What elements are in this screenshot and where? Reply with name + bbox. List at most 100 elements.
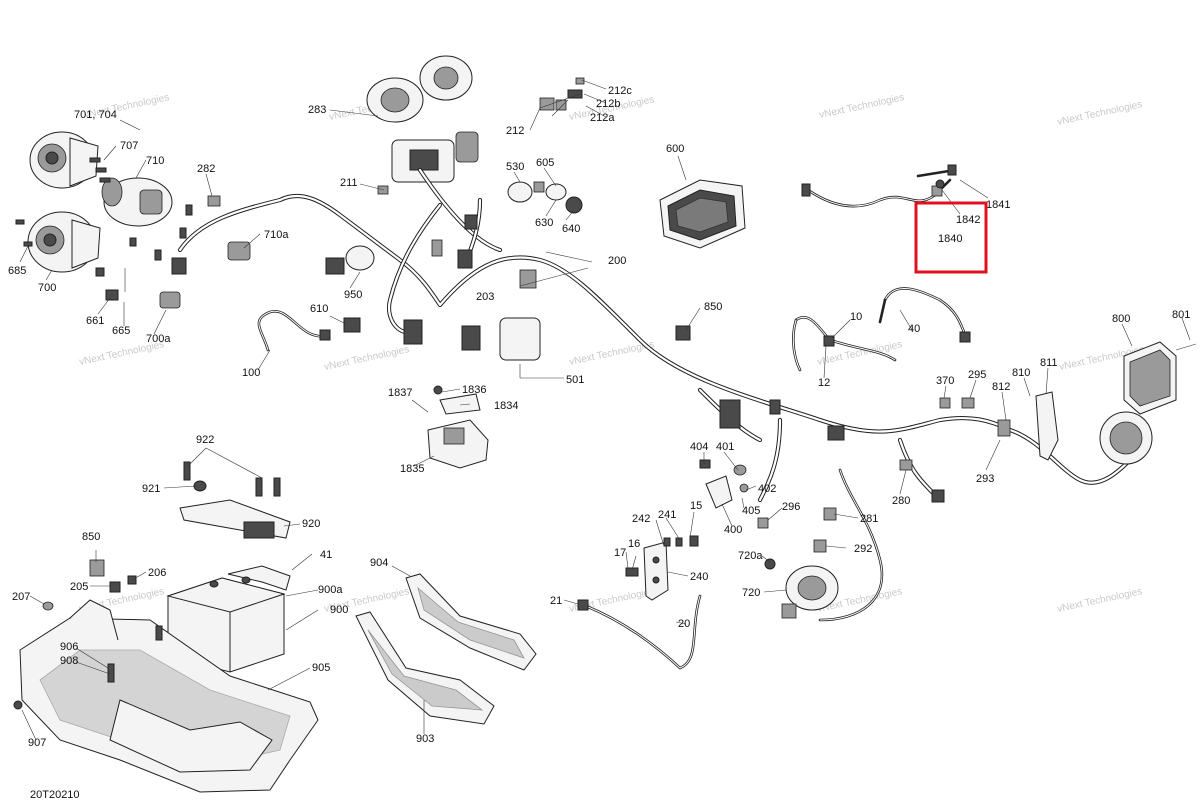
callout-labels: 701, 704 707 710 282 283 212 212c 212b 2… — [8, 85, 1190, 749]
lamp-720 — [764, 558, 839, 619]
callout-211: 211 — [340, 177, 358, 189]
callout-295: 295 — [968, 369, 986, 381]
callout-206: 206 — [148, 567, 166, 579]
bracket-810 — [1035, 391, 1153, 465]
callout-812: 812 — [992, 381, 1010, 393]
callout-661: 661 — [86, 315, 104, 327]
callout-801: 801 — [1172, 309, 1190, 321]
leader-lines — [19, 79, 1191, 741]
callout-501: 501 — [566, 374, 584, 386]
callout-10: 10 — [850, 311, 862, 323]
connector-710a — [227, 241, 251, 261]
bracket-920 — [179, 461, 291, 539]
headlight-housing-700 — [27, 211, 101, 273]
callout-282: 282 — [197, 163, 215, 175]
callout-1836: 1836 — [462, 384, 486, 396]
callout-811: 811 — [1040, 357, 1058, 369]
callout-400: 400 — [724, 524, 742, 536]
callout-908: 908 — [60, 655, 78, 667]
callout-900a: 900a — [318, 584, 343, 596]
callout-1840: 1840 — [938, 233, 962, 245]
callout-850: 850 — [704, 301, 722, 313]
callout-920: 920 — [302, 518, 320, 530]
diagram-code: 20T20210 — [30, 789, 80, 801]
callout-1834: 1834 — [494, 400, 518, 412]
heat-shield-904 — [405, 573, 537, 671]
connector-left — [171, 257, 187, 275]
bolt-205 — [109, 581, 121, 593]
battery-cable-40 — [878, 287, 971, 343]
callout-850-lower: 850 — [82, 531, 100, 543]
callout-401: 401 — [716, 441, 734, 453]
callout-900: 900 — [330, 604, 348, 616]
callout-610: 610 — [310, 303, 328, 315]
callout-212c: 212c — [608, 85, 632, 97]
connector-282 — [207, 195, 221, 207]
battery-cable-10 — [792, 316, 897, 372]
callout-700: 700 — [38, 282, 56, 294]
callout-800: 800 — [1112, 313, 1130, 325]
callout-280: 280 — [892, 495, 910, 507]
relay-400 — [699, 459, 749, 509]
battery-tray-905 — [19, 599, 319, 793]
callout-241: 241 — [658, 509, 676, 521]
clip-850-lower — [89, 559, 105, 577]
callout-15: 15 — [690, 500, 702, 512]
callout-707: 707 — [120, 140, 138, 152]
callout-242: 242 — [632, 513, 650, 525]
callout-205: 205 — [70, 581, 88, 593]
callout-710: 710 — [146, 155, 164, 167]
grommet-207 — [42, 601, 54, 611]
callout-710a: 710a — [264, 229, 289, 241]
actuator-1835 — [427, 385, 489, 469]
watermark: vNext Technologies — [1056, 99, 1143, 128]
watermark: vNext Technologies — [1056, 586, 1143, 615]
bolt-905 — [155, 625, 163, 641]
callout-293: 293 — [976, 473, 994, 485]
callout-600: 600 — [666, 143, 684, 155]
callout-402: 402 — [758, 483, 776, 495]
callout-630: 630 — [535, 217, 553, 229]
screw-set — [15, 157, 193, 309]
callout-1837: 1837 — [388, 387, 412, 399]
cable-20 — [577, 594, 702, 670]
callout-906: 906 — [60, 641, 78, 653]
callout-950: 950 — [344, 289, 362, 301]
callout-530: 530 — [506, 161, 524, 173]
callout-665: 665 — [112, 325, 130, 337]
callout-907: 907 — [28, 737, 46, 749]
bolt-907 — [13, 700, 23, 710]
callout-922: 922 — [196, 434, 214, 446]
callout-281: 281 — [860, 513, 878, 525]
parts-artwork — [13, 55, 1197, 793]
callout-16: 16 — [628, 538, 640, 550]
callout-292: 292 — [854, 543, 872, 555]
callout-41: 41 — [320, 549, 332, 561]
callout-207: 207 — [12, 591, 30, 603]
callout-212a: 212a — [590, 112, 615, 124]
callout-40: 40 — [908, 323, 920, 335]
callout-296: 296 — [782, 501, 800, 513]
bolt-906 — [107, 663, 115, 683]
callout-370: 370 — [936, 375, 954, 387]
callout-212b: 212b — [596, 98, 620, 110]
watermark-layer: vNext Technologies vNext Technologies vN… — [78, 92, 1145, 615]
callout-605: 605 — [536, 157, 554, 169]
callout-685: 685 — [8, 265, 26, 277]
headlight-710 — [101, 177, 173, 227]
throttle-body-assembly — [366, 55, 479, 183]
connector-kit-212 — [539, 77, 585, 111]
callout-17: 17 — [614, 547, 626, 559]
harness-connectors — [325, 185, 1011, 553]
callout-1842: 1842 — [956, 214, 980, 226]
callout-905: 905 — [312, 662, 330, 674]
callout-640: 640 — [562, 223, 580, 235]
callout-904: 904 — [370, 557, 388, 569]
callout-1835: 1835 — [400, 463, 424, 475]
sensor-cable-1840 — [801, 164, 957, 208]
callout-701-704: 701, 704 — [74, 109, 117, 121]
ecu-module-600 — [659, 179, 746, 249]
callout-700a: 700a — [146, 333, 171, 345]
watermark: vNext Technologies — [818, 92, 905, 121]
